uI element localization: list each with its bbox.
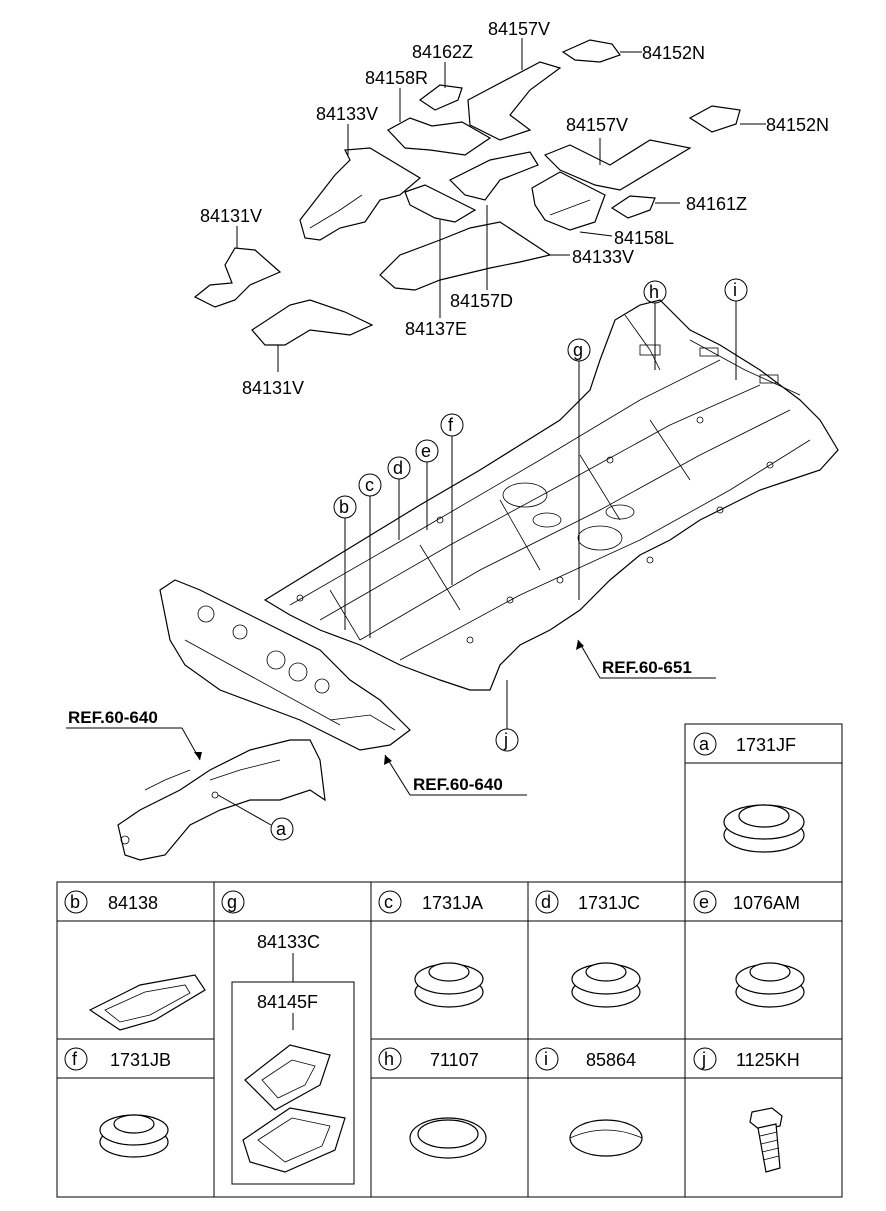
callout-e: e	[421, 441, 431, 461]
label-84131v-b: 84131V	[242, 378, 304, 398]
cell-e-part: 1076AM	[733, 893, 800, 913]
cell-h-letter: h	[384, 1049, 394, 1069]
label-84157v-b: 84157V	[566, 115, 628, 135]
ref-60-651: REF.60-651	[602, 658, 692, 677]
cell-d-letter: d	[541, 892, 551, 912]
front-side-member	[117, 739, 326, 861]
label-84133v-a: 84133V	[316, 104, 378, 124]
pad-84152n-top	[561, 39, 621, 63]
ref-60-640-right: REF.60-640	[413, 775, 503, 794]
pad-84131v-upper	[193, 247, 282, 308]
pad-84157d	[448, 151, 539, 201]
cell-j-part: 1125KH	[736, 1050, 800, 1070]
cell-g-sub2: 84145F	[257, 992, 318, 1012]
cell-g-letter: g	[227, 892, 237, 912]
callout-f: f	[448, 415, 454, 435]
ring-71107-icon	[409, 1117, 487, 1159]
cell-i-letter: i	[544, 1049, 548, 1069]
bolt-1125kh-icon	[749, 1107, 783, 1173]
label-84162z: 84162Z	[412, 42, 473, 62]
pad-84157v-mid	[543, 139, 692, 191]
grommet-1731jc-icon	[571, 962, 641, 1008]
cell-b-letter: b	[70, 892, 80, 912]
grommet-1731ja-icon	[414, 962, 484, 1008]
floor-pan-assembly	[117, 299, 839, 861]
cell-j-letter: j	[701, 1049, 706, 1069]
pad-84137e	[404, 184, 477, 223]
cell-b-part: 84138	[108, 893, 158, 913]
callouts-group: h i g f e d c b j a	[217, 278, 748, 841]
label-84152n-b: 84152N	[766, 115, 829, 135]
pad-84133v-left	[299, 147, 422, 241]
callout-h: h	[649, 282, 659, 302]
pad-84152n-right	[688, 105, 741, 133]
label-84131v-a: 84131V	[200, 206, 262, 226]
label-84157d: 84157D	[450, 291, 513, 311]
cell-c-part: 1731JA	[422, 893, 483, 913]
grommet-1076am-icon	[735, 962, 805, 1008]
cell-h-part: 71107	[430, 1050, 479, 1070]
pad-84161z	[610, 195, 656, 219]
pad-84133v-right	[379, 221, 552, 291]
parts-table: a 1731JF b 84138 g c 1731JA d 1731JC e 1…	[56, 723, 843, 1198]
label-84158l: 84158L	[614, 228, 674, 248]
ref-labels: REF.60-651 REF.60-640 REF.60-640	[66, 639, 716, 796]
grommet-1731jb-icon	[99, 1114, 169, 1158]
pad-84162z	[418, 84, 463, 111]
label-84133v-b: 84133V	[572, 247, 634, 267]
pad-84157v-top	[467, 61, 562, 141]
label-84152n-a: 84152N	[642, 43, 705, 63]
pad-84138-icon	[88, 974, 206, 1031]
floor-pan-outline	[263, 299, 839, 691]
pad-84131v-lower	[251, 299, 374, 346]
pad-84158l	[531, 171, 606, 231]
label-84157v-a: 84157V	[488, 19, 550, 39]
callout-j: j	[503, 730, 508, 750]
cell-g-sub1: 84133C	[257, 932, 320, 952]
callout-g: g	[573, 340, 583, 360]
dash-panel	[159, 579, 411, 751]
cell-f-part: 1731JB	[110, 1050, 171, 1070]
pad-84158r	[387, 117, 492, 156]
cell-a-part: 1731JF	[736, 735, 796, 755]
plug-85864-icon	[569, 1119, 643, 1157]
callout-a: a	[276, 819, 287, 839]
callout-c: c	[365, 475, 374, 495]
pad-84133c-icon	[242, 1107, 346, 1173]
cell-a-letter: a	[699, 734, 710, 754]
grommet-1731jf-icon	[723, 804, 805, 853]
callout-b: b	[339, 497, 349, 517]
part-labels-top: 84157V 84162Z 84152N 84158R 84133V 84157…	[200, 19, 829, 398]
cell-d-part: 1731JC	[578, 893, 640, 913]
cell-e-letter: e	[699, 892, 709, 912]
label-84137e: 84137E	[405, 319, 467, 339]
pad-84145f-icon	[244, 1044, 331, 1111]
cell-f-letter: f	[72, 1049, 78, 1069]
callout-d: d	[393, 458, 403, 478]
callout-i: i	[733, 280, 737, 300]
cell-i-part: 85864	[586, 1050, 636, 1070]
floor-pads-group	[193, 38, 766, 372]
label-84158r: 84158R	[365, 68, 428, 88]
label-84161z: 84161Z	[686, 194, 747, 214]
ref-60-640-left: REF.60-640	[68, 708, 158, 727]
cell-c-letter: c	[384, 892, 393, 912]
